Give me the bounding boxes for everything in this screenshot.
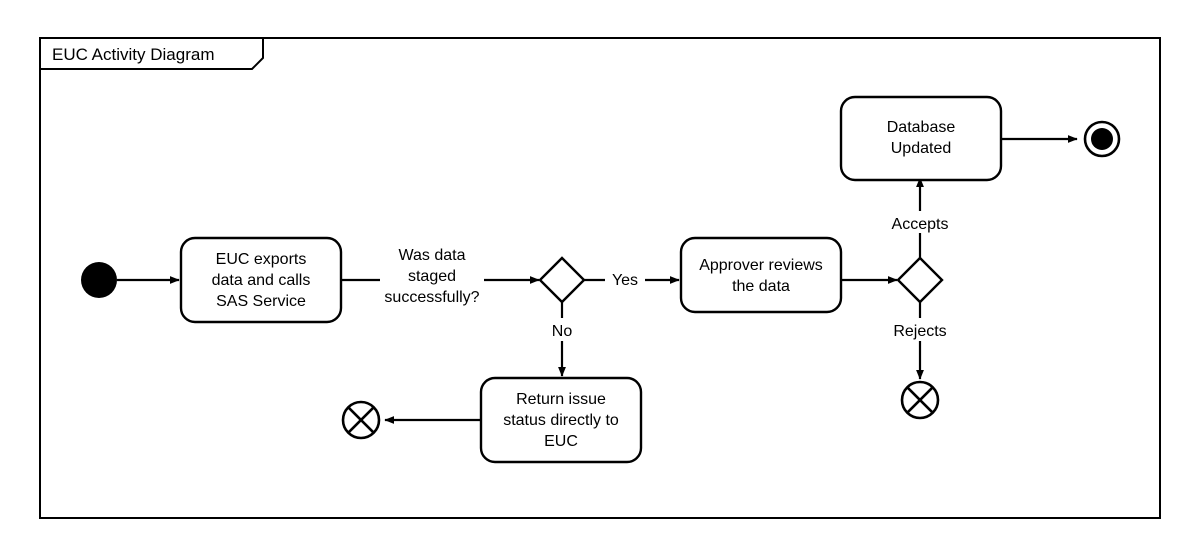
activity-approver-review[interactable] xyxy=(679,236,843,314)
frame-title-label: EUC Activity Diagram xyxy=(52,45,214,64)
initial-node[interactable] xyxy=(81,262,117,298)
edge-label-yes: Yes xyxy=(612,272,638,289)
activity-euc-export-line3: SAS Service xyxy=(216,293,306,310)
final-node-core xyxy=(1091,128,1113,150)
activity-approver-review-line1: Approver reviews xyxy=(699,257,823,274)
edge-label-question-line2: staged xyxy=(408,268,456,285)
activity-return-issue-line1: Return issue xyxy=(516,391,606,408)
activity-euc-export-line2: data and calls xyxy=(212,272,311,289)
edge-label-accepts: Accepts xyxy=(892,216,949,233)
activity-approver-review-line2: the data xyxy=(732,278,790,295)
edge-label-rejects: Rejects xyxy=(893,323,946,340)
edge-label-no: No xyxy=(552,323,573,340)
diagram-frame xyxy=(39,37,1161,519)
edge-label-question-line3: successfully? xyxy=(384,289,479,306)
activity-database-updated-line2: Updated xyxy=(891,140,952,157)
activity-euc-export-line1: EUC exports xyxy=(216,251,307,268)
activity-database-updated[interactable] xyxy=(839,95,1003,182)
decision-node-staged[interactable] xyxy=(538,256,586,304)
flow-final-left-cross-icon xyxy=(347,406,375,434)
activity-database-updated-line1: Database xyxy=(887,119,956,136)
flow-final-right-cross-icon xyxy=(906,386,934,414)
decision-node-approval[interactable] xyxy=(896,256,944,304)
activity-return-issue-line3: EUC xyxy=(544,433,578,450)
edge-label-question-line1: Was data xyxy=(399,247,466,264)
frame-title-tab xyxy=(39,37,264,70)
activity-return-issue-line2: status directly to xyxy=(503,412,619,429)
